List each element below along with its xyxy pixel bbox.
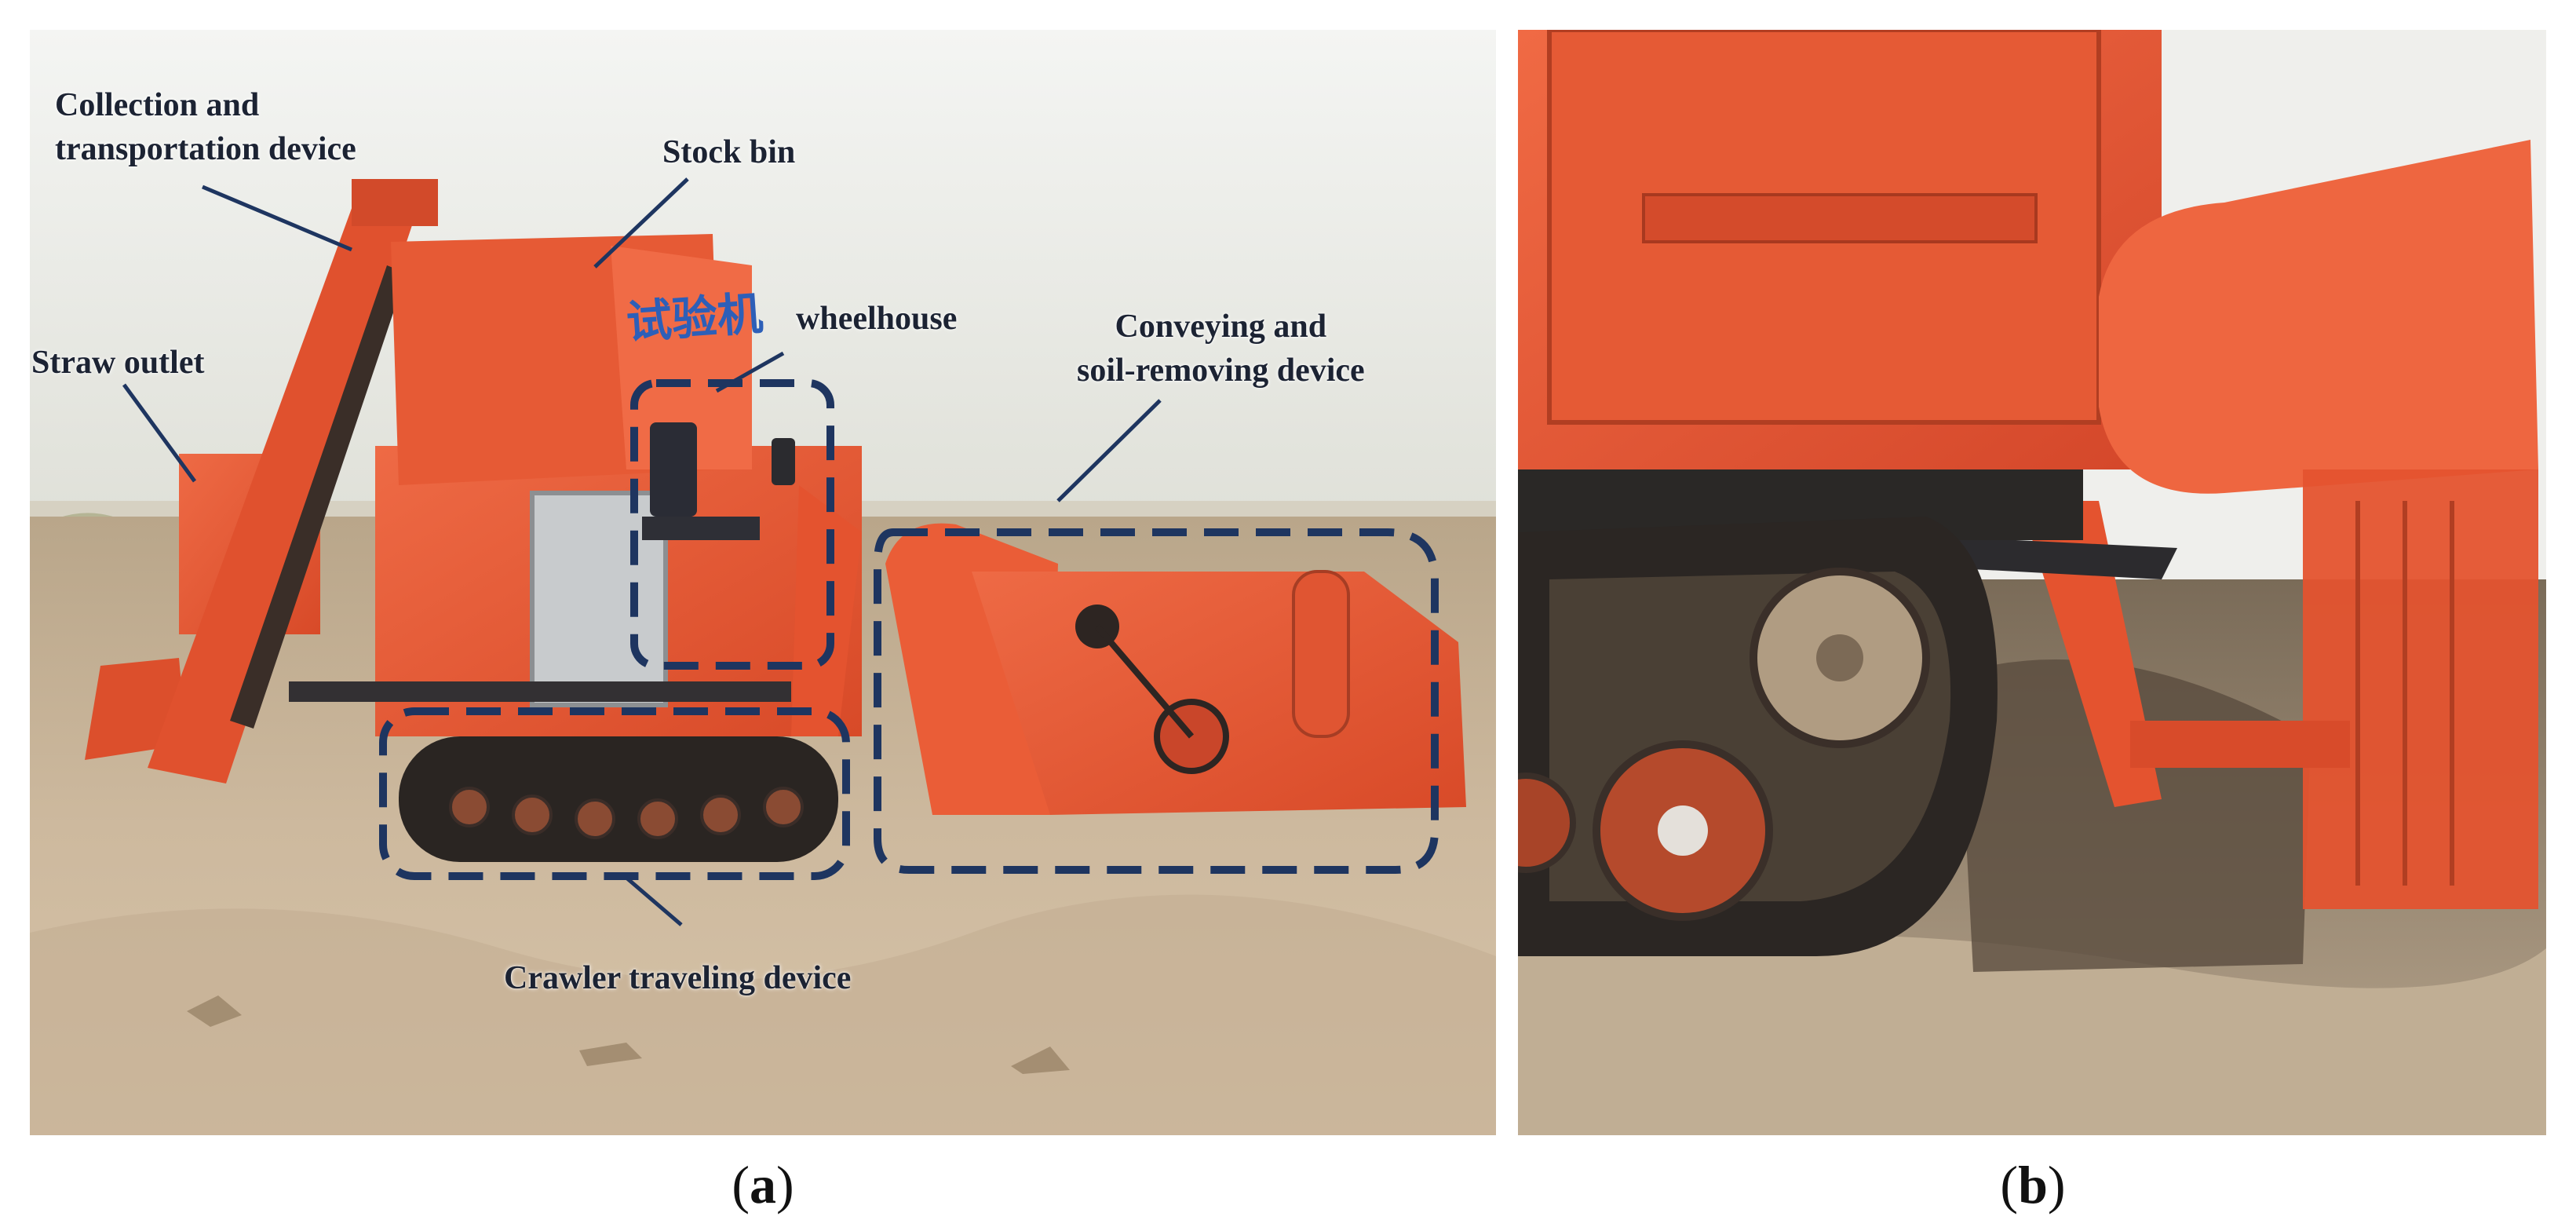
label-straw-outlet: Straw outlet <box>31 345 205 381</box>
machine-marking: 试验机 <box>624 288 765 349</box>
caption-a: (a) <box>732 1155 794 1215</box>
conveying-box <box>874 528 1439 874</box>
label-collection-transportation: Collection and transportation device <box>55 87 356 167</box>
conveyor-cylinder <box>2099 140 2538 494</box>
harvester-photo-b <box>1518 30 2546 1135</box>
harvester-photo-a <box>30 30 1496 1135</box>
seat <box>650 422 697 517</box>
label-wheelhouse: wheelhouse <box>796 301 958 337</box>
caption-b: (b) <box>2000 1155 2066 1215</box>
label-crawler-traveling: Crawler traveling device <box>504 960 852 996</box>
elevator-shape <box>148 187 422 784</box>
label-conveying-soil-removing: Conveying and soil-removing device <box>1077 309 1365 389</box>
crawler-box <box>379 707 850 880</box>
label-stock-bin: Stock bin <box>662 134 796 170</box>
photo-panel-a: 试验机 Collection and transportation device… <box>30 30 1496 1135</box>
conveying-body <box>972 572 1466 815</box>
photo-panel-b <box>1518 30 2546 1135</box>
leader-lines <box>122 177 1162 926</box>
